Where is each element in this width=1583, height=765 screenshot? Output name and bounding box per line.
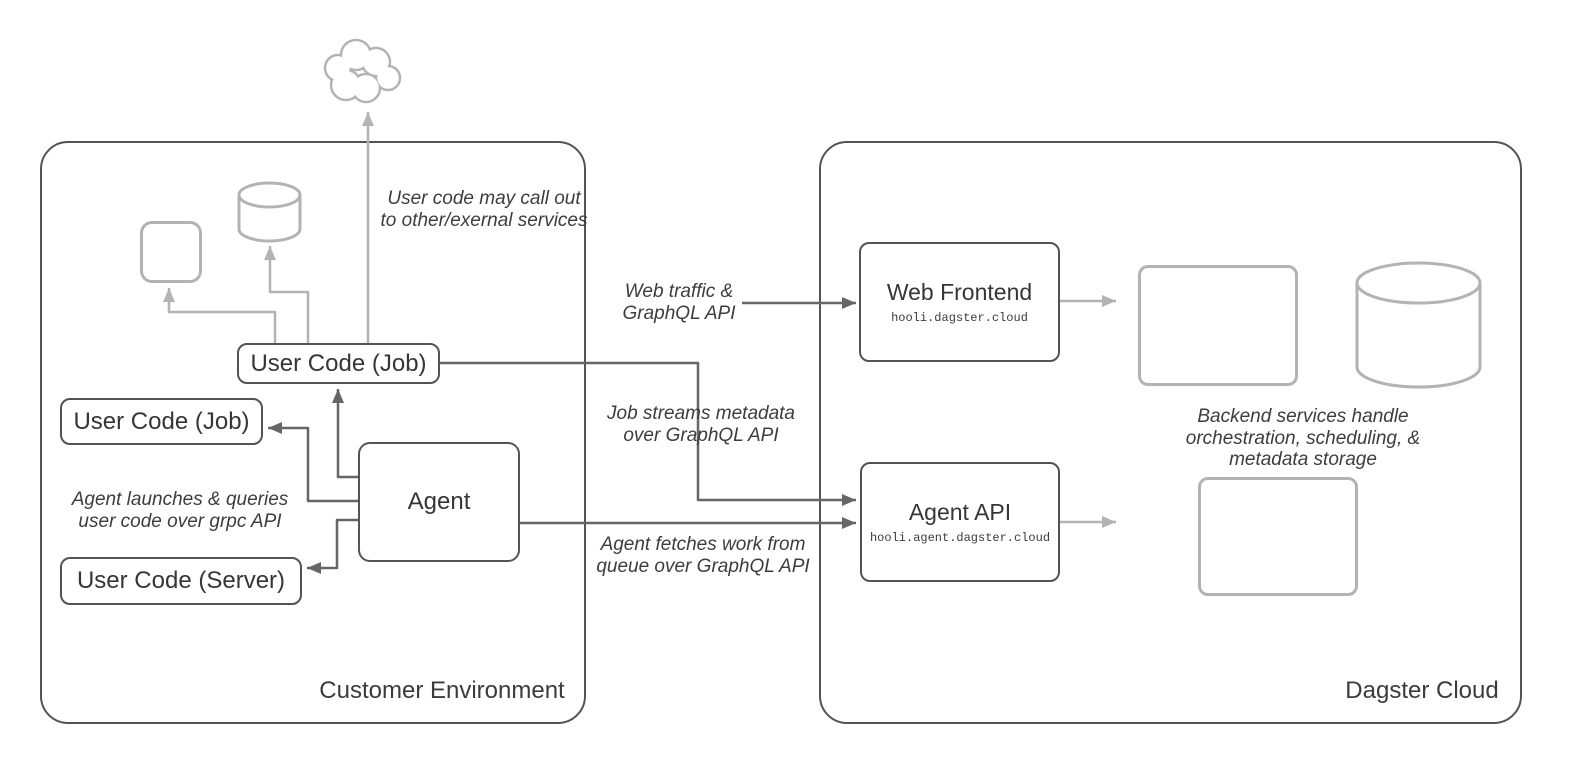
node-label: User Code (Server) xyxy=(76,567,286,594)
node-web-frontend: Web Frontend hooli.dagster.cloud xyxy=(859,242,1060,362)
node-hostname: hooli.agent.dagster.cloud xyxy=(869,531,1051,545)
database-cylinder-icon-left xyxy=(237,181,302,243)
dagster-cloud-label: Dagster Cloud xyxy=(1345,677,1499,704)
dagster-cloud-container xyxy=(819,141,1522,724)
node-label: Agent xyxy=(407,488,471,515)
arrow-agent-to-user-code-job-main xyxy=(332,389,358,479)
node-agent: Agent xyxy=(358,442,520,562)
annotation-backend-services: Backend services handle orchestration, s… xyxy=(1185,406,1421,470)
arrow-user-code-to-external-service xyxy=(163,288,277,343)
annotation-user-code-call-out: User code may call out to other/exernal … xyxy=(380,188,588,231)
external-service-box-icon xyxy=(140,221,202,283)
node-label: User Code (Job) xyxy=(250,349,427,377)
backend-service-box-1-icon xyxy=(1138,265,1298,386)
annotation-job-streams: Job streams metadata over GraphQL API xyxy=(607,403,795,446)
customer-environment-label: Customer Environment xyxy=(319,677,565,704)
node-label: User Code (Job) xyxy=(73,407,250,435)
database-cylinder-icon-right xyxy=(1355,261,1482,389)
arrow-agent-to-user-code-server xyxy=(307,518,358,574)
node-user-code-job-main: User Code (Job) xyxy=(237,343,440,384)
arrow-user-code-to-database xyxy=(264,246,310,343)
arrow-job-streams-metadata xyxy=(440,361,856,506)
customer-environment-container xyxy=(40,141,586,724)
node-label: Web Frontend xyxy=(886,279,1033,305)
annotation-agent-fetches: Agent fetches work from queue over Graph… xyxy=(596,534,810,577)
annotation-agent-launches: Agent launches & queries user code over … xyxy=(71,489,289,532)
node-user-code-job-2: User Code (Job) xyxy=(60,398,263,445)
backend-service-box-2-icon xyxy=(1198,477,1358,596)
cloud-icon xyxy=(323,38,402,104)
arrow-agent-to-user-code-job-2 xyxy=(268,422,358,503)
node-label: Agent API xyxy=(908,499,1012,525)
node-agent-api: Agent API hooli.agent.dagster.cloud xyxy=(860,462,1060,582)
node-user-code-server: User Code (Server) xyxy=(60,557,302,605)
annotation-web-traffic: Web traffic & GraphQL API xyxy=(622,281,736,324)
node-hostname: hooli.dagster.cloud xyxy=(891,311,1028,325)
